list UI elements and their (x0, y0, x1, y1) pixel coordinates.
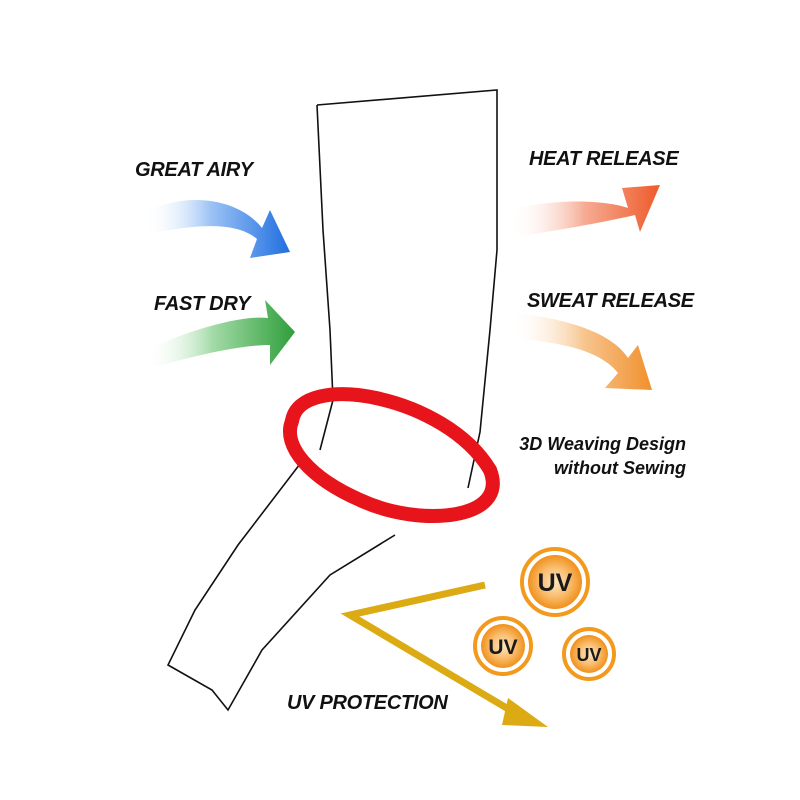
great-airy-arrow-icon (145, 200, 290, 258)
ring-front-icon (283, 414, 500, 523)
ring-back-icon (285, 387, 497, 477)
uv-badge-large: UV (520, 547, 590, 617)
sweat-release-arrow-icon (510, 312, 652, 390)
uv-badge-small: UV (562, 627, 616, 681)
label-3d-weaving-line1: 3D Weaving Design (519, 434, 686, 454)
svg-text:UV: UV (488, 636, 517, 659)
uv-reflect-arrow-icon (340, 581, 548, 727)
label-sweat-release: SWEAT RELEASE (527, 290, 694, 312)
uv-badge-medium: UV (473, 616, 533, 676)
fast-dry-arrow-icon (145, 300, 295, 370)
sleeve-upper-inner-outline (316, 104, 334, 451)
svg-text:UV: UV (576, 645, 601, 665)
label-fast-dry: FAST DRY (154, 293, 251, 315)
svg-text:UV: UV (538, 569, 573, 597)
heat-release-arrow-icon (510, 185, 660, 238)
sleeve-upper-outline (316, 89, 498, 489)
sleeve-lower-outline (166, 459, 396, 712)
label-uv-protection: UV PROTECTION (287, 692, 448, 714)
label-3d-weaving: 3D Weaving Design without Sewing (490, 432, 686, 480)
label-3d-weaving-line2: without Sewing (554, 458, 686, 478)
label-great-airy: GREAT AIRY (135, 159, 253, 181)
label-heat-release: HEAT RELEASE (529, 148, 679, 170)
